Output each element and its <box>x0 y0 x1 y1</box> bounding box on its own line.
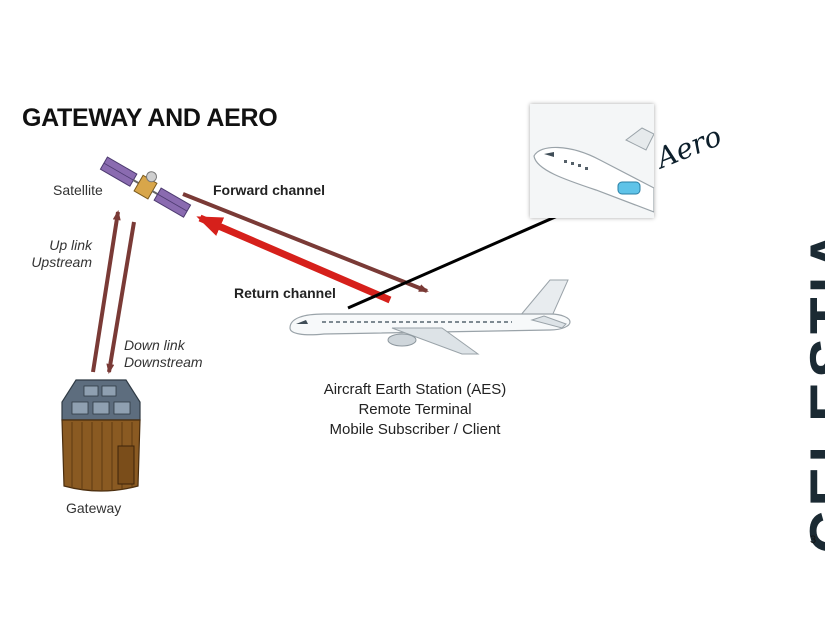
forward-channel-arrow <box>182 192 429 293</box>
downlink-arrow <box>106 221 136 374</box>
return-channel-arrow <box>196 214 392 304</box>
aero-closeup-panel <box>530 104 654 218</box>
satellite-label: Satellite <box>53 182 103 198</box>
uplink-arrow <box>91 210 121 373</box>
aircraft-icon <box>289 279 571 355</box>
brand-logo-text: CELESTIA <box>798 225 825 554</box>
aes-caption: Aircraft Earth Station (AES) Remote Term… <box>323 381 507 438</box>
downlink-label: Down link Downstream <box>124 337 203 370</box>
return-channel-label: Return channel <box>234 285 336 301</box>
satellite-icon <box>99 156 192 218</box>
forward-channel-label: Forward channel <box>213 182 326 198</box>
page-number: 3 <box>810 534 817 546</box>
page-title: GATEWAY AND AERO <box>22 104 278 132</box>
gateway-station-icon <box>61 379 141 492</box>
aircraft-closeup-icon <box>533 127 654 213</box>
gateway-label: Gateway <box>66 500 122 516</box>
uplink-label: Up link Upstream <box>31 237 92 270</box>
